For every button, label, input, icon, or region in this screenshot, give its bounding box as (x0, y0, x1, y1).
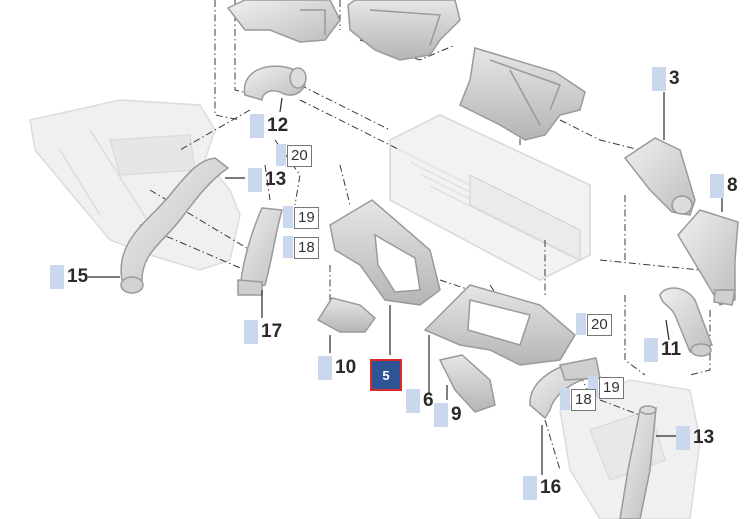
callout-tab (250, 114, 264, 138)
callout-10[interactable]: 10 (318, 356, 356, 380)
callout-13-left[interactable]: 13 (248, 168, 286, 192)
callout-8[interactable]: 8 (710, 174, 738, 198)
callout-17[interactable]: 17 (244, 320, 282, 344)
boxed-callout-19-right[interactable]: 19 (588, 376, 624, 399)
callout-label: 20 (591, 316, 608, 333)
callout-label: 8 (727, 175, 738, 197)
boxed-callout-19-left[interactable]: 19 (283, 206, 319, 229)
callout-13-right[interactable]: 13 (676, 426, 714, 450)
callout-12[interactable]: 12 (250, 114, 288, 138)
callout-11[interactable]: 11 (644, 338, 681, 362)
part-15-hose (120, 157, 230, 294)
part-5-air-guide (329, 199, 441, 306)
ghost-left-frame (29, 99, 241, 271)
callout-label: 19 (298, 209, 315, 226)
part-17-hose (237, 207, 283, 296)
callout-label: 18 (575, 391, 592, 408)
air-duct-top-left (226, 0, 341, 43)
callout-tab (652, 67, 666, 91)
selected-part-label: 5 (382, 367, 390, 383)
ghost-intercooler (389, 114, 591, 281)
callout-label: 13 (693, 427, 715, 449)
boxed-callout-20-left[interactable]: 20 (276, 144, 312, 167)
callout-label: 20 (291, 147, 308, 164)
part-9-bracket (438, 354, 496, 413)
callout-label: 13 (265, 169, 287, 191)
callout-tab (50, 265, 64, 289)
callout-label: 9 (451, 404, 462, 426)
callout-6[interactable]: 6 (406, 389, 434, 413)
selected-part-5-marker[interactable]: 5 (370, 359, 402, 391)
part-10-bracket (316, 297, 377, 333)
part-12-hose (243, 65, 307, 102)
callout-tab (283, 236, 293, 258)
boxed-callout-20-right[interactable]: 20 (576, 313, 612, 336)
callout-tab (276, 144, 286, 166)
callout-tab (523, 476, 537, 500)
callout-15[interactable]: 15 (50, 265, 88, 289)
callout-9[interactable]: 9 (434, 403, 462, 427)
boxed-callout-18-right[interactable]: 18 (560, 388, 596, 411)
boxed-callout-18-left[interactable]: 18 (283, 236, 319, 259)
callout-label: 17 (261, 321, 283, 343)
callout-tab (576, 313, 586, 335)
callout-tab (244, 320, 258, 344)
callout-label: 18 (298, 239, 315, 256)
part-13-right-hose (619, 405, 657, 519)
callout-tab (588, 376, 598, 398)
callout-label: 11 (661, 339, 682, 361)
part-6-air-guide (423, 284, 576, 366)
callout-label: 3 (669, 68, 680, 90)
bracket-top-right (459, 47, 586, 141)
callout-tab (434, 403, 448, 427)
bracket-top-center (347, 0, 461, 61)
callout-tab (560, 388, 570, 410)
callout-tab (283, 206, 293, 228)
part-11-hose (659, 287, 713, 357)
callout-tab (710, 174, 724, 198)
callout-3[interactable]: 3 (652, 67, 680, 91)
callout-label: 10 (335, 357, 357, 379)
callout-tab (406, 389, 420, 413)
callout-tab (644, 338, 658, 362)
callout-tab (248, 168, 262, 192)
callout-label: 16 (540, 477, 562, 499)
callout-label: 6 (423, 390, 434, 412)
callout-16[interactable]: 16 (523, 476, 561, 500)
callout-tab (318, 356, 332, 380)
part-3-duct (623, 137, 696, 216)
part-8-duct (677, 209, 739, 306)
callout-ticks (88, 92, 723, 475)
callout-tab (676, 426, 690, 450)
callout-label: 12 (267, 115, 289, 137)
callout-label: 15 (67, 266, 89, 288)
callout-label: 19 (603, 379, 620, 396)
